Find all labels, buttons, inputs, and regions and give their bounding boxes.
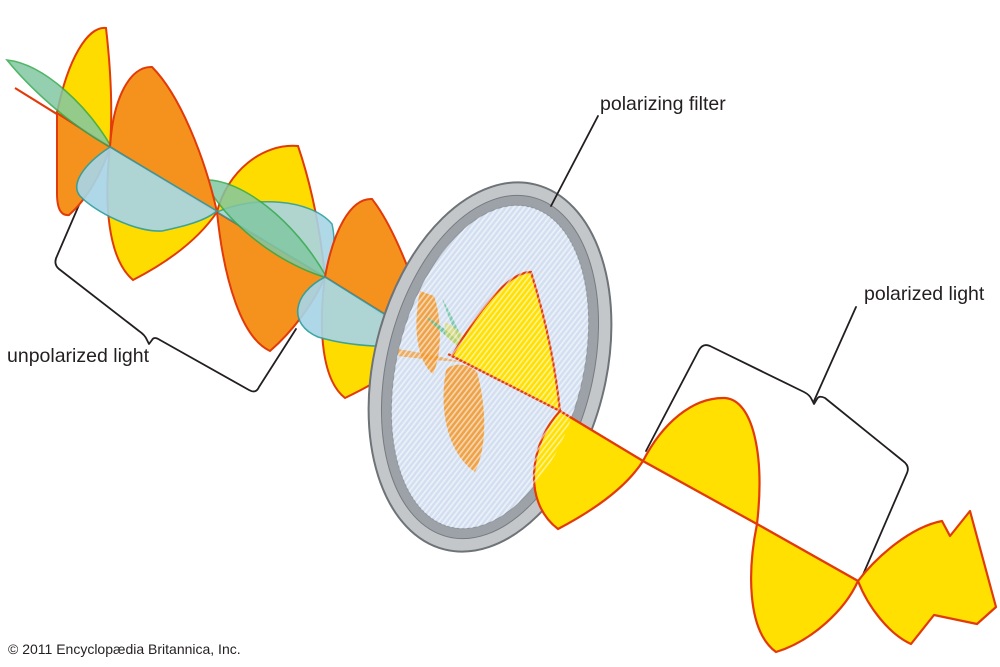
leader-line-polarized — [813, 306, 857, 402]
label-polarized-light: polarized light — [864, 283, 985, 305]
label-unpolarized-light: unpolarized light — [7, 345, 150, 367]
polarized-wave-lobe — [750, 522, 860, 654]
orange-wave-lobe — [108, 65, 219, 215]
leader-line-filter — [550, 115, 599, 207]
bracket-unpolarized — [54, 197, 297, 393]
direction-arrow — [856, 509, 998, 646]
bracket-polarized — [645, 344, 909, 578]
blue-wave-lobe — [75, 146, 219, 232]
label-polarizing-filter: polarizing filter — [600, 93, 726, 115]
polarized-wave-lobe — [641, 396, 761, 526]
credit-text: © 2011 Encyclopædia Britannica, Inc. — [8, 641, 241, 657]
filter-hatch-overlay — [391, 205, 589, 529]
